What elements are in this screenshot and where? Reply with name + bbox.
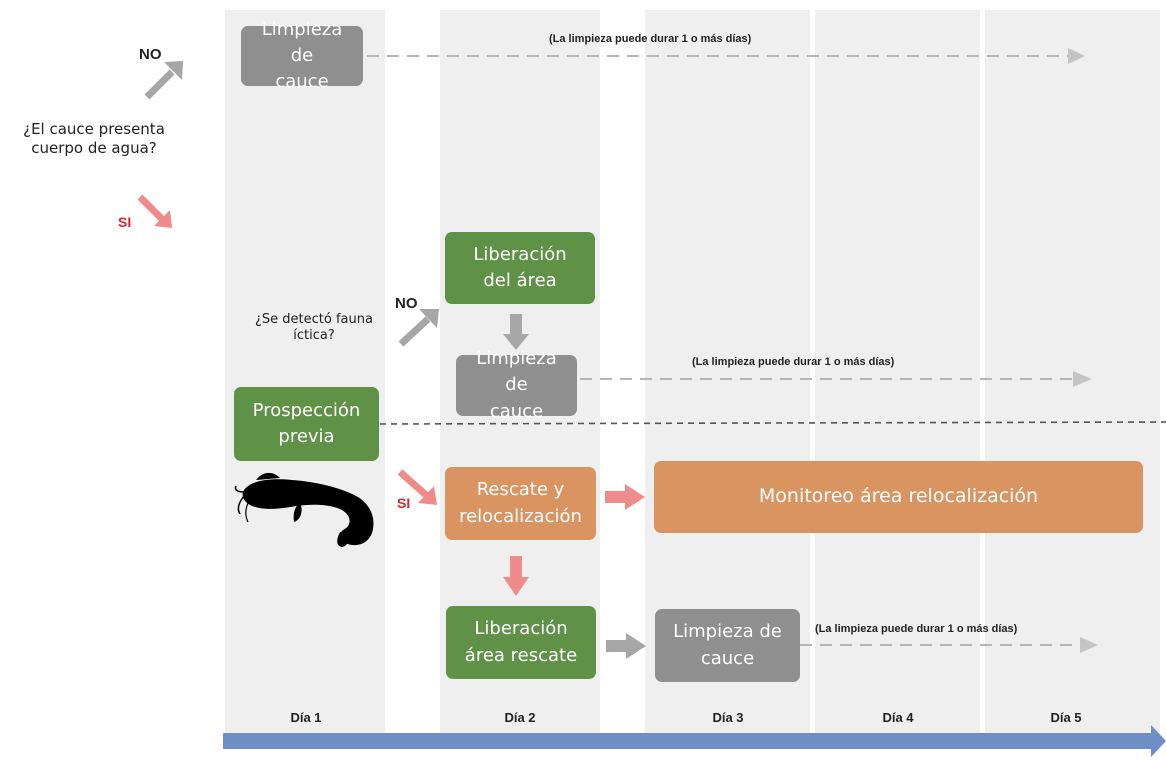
box-limpieza-bottom: Limpieza de cauce — [655, 609, 800, 682]
box-limpieza-top: Limpieza de cauce — [241, 19, 363, 92]
question-water-body: ¿El cauce presenta cuerpo de agua? — [23, 120, 165, 157]
day-label: Día 1 — [290, 710, 322, 725]
duration-note: (La limpieza puede durar 1 o más días) — [815, 623, 1018, 635]
arrow-icon — [154, 210, 172, 228]
box-monitoreo: Monitoreo área relocalización — [654, 461, 1143, 533]
box-liberacion-rescate: Liberación área rescate — [446, 606, 596, 679]
arrow-icon — [419, 309, 439, 328]
catfish-silhouette-icon — [234, 472, 374, 547]
box-liberacion-area: Liberación del área — [445, 232, 595, 304]
arrow-icon — [626, 633, 646, 659]
answer-si-middle: SI — [397, 495, 411, 511]
arrow-icon — [418, 486, 437, 505]
day-label: Día 2 — [504, 710, 536, 725]
arrow-icon — [510, 314, 522, 336]
duration-note: (La limpieza puede durar 1 o más días) — [692, 356, 895, 368]
arrow-icon — [606, 640, 628, 652]
arrow-icon — [1080, 637, 1098, 653]
box-prospeccion: Prospección previa — [234, 387, 379, 461]
day-label: Día 3 — [712, 710, 744, 725]
day-label: Día 4 — [882, 710, 914, 725]
arrow-icon — [1068, 48, 1085, 64]
arrow-icon — [503, 577, 529, 596]
arrow-icon — [625, 484, 645, 510]
day-column-1 — [225, 10, 385, 735]
day-label: Día 5 — [1050, 710, 1082, 725]
box-limpieza-mid: Limpieza de cauce — [456, 348, 577, 422]
arrow-icon — [510, 556, 522, 578]
day-column-5 — [985, 10, 1160, 735]
arrow-icon — [144, 69, 175, 100]
day-column-4 — [815, 10, 980, 735]
question-fauna: ¿Se detectó fauna íctica? — [255, 312, 373, 344]
answer-no-middle: NO — [395, 295, 418, 312]
arrow-icon — [164, 61, 183, 80]
answer-si-top: SI — [118, 214, 132, 230]
answer-no-top: NO — [139, 46, 162, 63]
box-rescate: Rescate y relocalización — [445, 467, 596, 540]
duration-note: (La limpieza puede durar 1 o más días) — [549, 33, 752, 45]
arrow-icon — [397, 469, 429, 498]
arrow-icon — [1073, 371, 1092, 387]
timeline-arrow-icon — [223, 725, 1166, 757]
arrow-icon — [137, 194, 165, 222]
arrow-icon — [398, 316, 431, 347]
arrow-icon — [503, 334, 529, 350]
arrow-icon — [605, 491, 627, 503]
